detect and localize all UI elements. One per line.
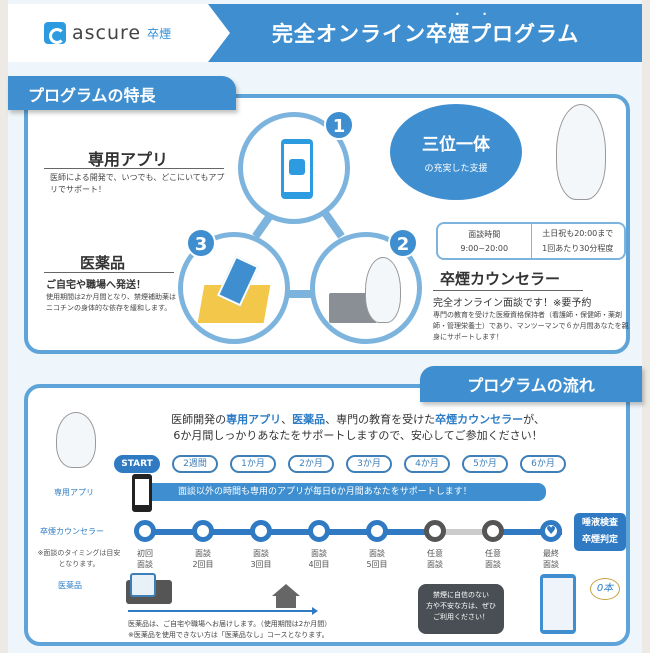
session-node-3 (250, 520, 272, 542)
three-in-one-badge: 三位一体 の充実した支援 (390, 104, 522, 200)
divider (44, 168, 224, 169)
session-node-2 (192, 520, 214, 542)
period-2months: 2か月 (288, 455, 334, 473)
doctor-pointing-illustration (56, 412, 96, 468)
logo-sub: 卒煙 (147, 26, 172, 41)
saliva-test-badge: 唾液検査卒煙判定 (574, 513, 626, 551)
feature-counselor-subtitle: 完全オンライン面談です！※要予約 (433, 298, 592, 309)
ascure-logo-icon (44, 22, 66, 44)
hours-weekend: 土日祝も20:00まで (542, 229, 614, 238)
period-3months: 3か月 (346, 455, 392, 473)
session-label: 任意面談 (427, 549, 443, 569)
emphasis-dots: • • (455, 10, 497, 19)
flow-intro: 医師開発の専用アプリ、医薬品、専門の教育を受けた卒煙カウンセラーが、 6か月間し… (171, 413, 545, 442)
session-node-5 (366, 520, 388, 542)
optional-segment (432, 529, 490, 535)
optional-session-callout: 禁煙に自信のない 方や不安な方は、ぜひ ご利用ください！ (418, 584, 504, 634)
connector (284, 290, 324, 298)
session-label: 初回面談 (137, 549, 153, 569)
period-5months: 5か月 (462, 455, 508, 473)
header: ascure 卒煙 • • 完全オンライン卒煙プログラム (8, 4, 642, 62)
divider (44, 272, 174, 273)
feature-app-title: 専用アプリ (88, 150, 169, 169)
session-label: 任意面談 (485, 549, 501, 569)
row-label-medicine: 医薬品 (58, 581, 82, 590)
phone-icon (132, 474, 152, 512)
feature-medicine-title: 医薬品 (80, 254, 126, 272)
feature-medicine-desc: 使用期間は2か月間となり、禁煙補助薬はニコチンの身体的な依存を緩和します。 (46, 293, 176, 312)
burst-sub: の充実した支援 (424, 164, 488, 174)
hours-time: 9:00~20:00 (460, 244, 509, 253)
feature-counselor-title: 卒煙カウンセラー (440, 270, 561, 288)
session-node-optional-2 (482, 520, 504, 542)
doctor-illustration (556, 104, 606, 200)
package-icon (130, 573, 156, 597)
session-timeline (142, 529, 562, 535)
feature-app-desc: 医師による開発で、いつでも、どこにいてもアプリでサポート！ (50, 173, 225, 194)
divider (433, 290, 583, 291)
session-label: 最終面談 (543, 549, 559, 569)
delivery-arrow (128, 607, 318, 615)
timing-note: ※面談のタイミングは目安となります。 (37, 549, 121, 568)
session-node-1 (134, 520, 156, 542)
medicine-delivery-desc: 医薬品は、ご自宅や職場へお届けします。（使用期間は2か月間） ※医薬品を使用でき… (128, 620, 332, 639)
feature-number-3: 3 (186, 228, 216, 258)
feature-number-1: 1 (324, 110, 354, 140)
row-label-counselor: 卒煙カウンセラー (40, 527, 104, 536)
hours-table: 面談時間 9:00~20:00 土日祝も20:00まで 1回あたり30分程度 (436, 222, 626, 260)
session-node-4 (308, 520, 330, 542)
heart-icon: ♥ (540, 520, 562, 542)
period-start: START (114, 455, 160, 473)
hours-label: 面談時間 (468, 230, 501, 239)
house-icon (272, 584, 300, 596)
counselor-illustration (365, 257, 401, 323)
hours-duration: 1回あたり30分程度 (542, 244, 614, 253)
flow-section-title: プログラムの流れ (420, 366, 642, 402)
page-title: 完全オンライン卒煙プログラム (272, 22, 580, 46)
features-section-title: プログラムの特長 (8, 76, 236, 110)
feature-counselor-desc: 専門の教育を受けた医療資格保持者（看護師・保健師・薬剤師・管理栄養士）であり、マ… (433, 311, 629, 341)
burst-main: 三位一体 (422, 135, 490, 155)
session-node-optional-1 (424, 520, 446, 542)
period-4months: 4か月 (404, 455, 450, 473)
header-banner (208, 4, 642, 62)
logo-text: ascure (72, 22, 142, 44)
video-call-phone-icon (540, 574, 576, 634)
feature-medicine-subtitle: ご自宅や職場へ発送！ (46, 280, 146, 291)
logo[interactable]: ascure 卒煙 (44, 22, 171, 44)
house-icon-body (276, 596, 296, 608)
row-label-app: 専用アプリ (54, 488, 94, 497)
period-1month: 1か月 (230, 455, 276, 473)
phone-icon (281, 139, 313, 199)
flow-panel (24, 384, 630, 646)
period-6months: 6か月 (520, 455, 566, 473)
zero-cigarettes-bubble: 0本 (590, 578, 620, 600)
app-support-bar: 面談以外の時間も専用のアプリが毎日6か月間あなたをサポートします！ (148, 483, 546, 501)
feature-number-2: 2 (388, 228, 418, 258)
period-2weeks: 2週間 (172, 455, 218, 473)
page: ascure 卒煙 • • 完全オンライン卒煙プログラム プログラムの特長 1 … (8, 0, 642, 653)
